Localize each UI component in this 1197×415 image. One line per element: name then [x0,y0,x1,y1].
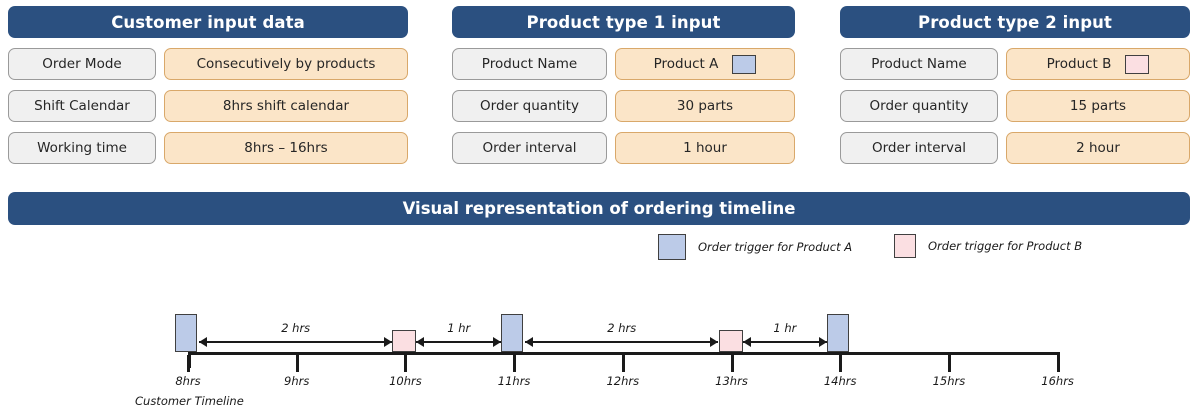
timeline-tick [839,355,843,372]
field-label: Order interval [840,132,998,164]
panel-title: Product type 1 input [452,6,795,38]
gap-arrow-left-icon [742,337,751,347]
legend-label: Order trigger for Product A [698,240,853,254]
field-value[interactable]: 2 hour [1006,132,1190,164]
field-row: Shift Calendar 8hrs shift calendar [8,90,408,122]
panel-customer-input: Customer input data Order Mode Consecuti… [8,6,408,164]
gap-arrow-right-icon [493,337,502,347]
field-row: Working time 8hrs – 16hrs [8,132,408,164]
timeline-tick [187,355,190,372]
field-row: Order interval 1 hour [452,132,795,164]
timeline-tick-label: 16hrs [1041,374,1074,388]
field-value[interactable]: 1 hour [615,132,795,164]
gap-line [742,341,828,343]
timeline-tick [947,355,951,372]
gap-line [416,341,502,343]
timeline-gap: 1 hr [742,321,828,349]
timeline-tick-label: 14hrs [823,374,857,388]
product-b-color-swatch [1125,54,1150,74]
field-label: Product Name [840,48,998,80]
timeline-gap: 1 hr [416,321,502,349]
timeline-tick-label: 8hrs [175,374,201,388]
field-value[interactable]: Product A [615,48,795,80]
field-value-text: Product B [1046,56,1112,72]
legend-item-product-b: Order trigger for Product B [894,234,1082,258]
field-value[interactable]: 8hrs shift calendar [164,90,408,122]
panel-product-type-2: Product type 2 input Product Name Produc… [840,6,1190,164]
ordering-timeline-chart: 8hrs 9hrs 10hrs 11hrs 12hrs 13hrs 14hrs 15hrs 16… [0,290,1197,415]
order-trigger-marker-product-a [827,314,850,352]
order-trigger-marker-product-b [392,330,417,352]
gap-line [199,341,393,343]
gap-arrow-left-icon [416,337,425,347]
product-a-color-swatch [732,54,757,74]
timeline-tick-label: 15hrs [932,374,966,388]
gap-arrow-left-icon [525,337,534,347]
order-trigger-marker-product-b [718,330,743,352]
panel-title: Customer input data [8,6,408,38]
timeline-gap: 2 hrs [525,321,719,349]
timeline-tick-label: 12hrs [606,374,640,388]
field-value[interactable]: Product B [1006,48,1190,80]
product-b-swatch-icon [894,234,916,258]
legend-item-product-a: Order trigger for Product A [658,234,852,260]
timeline-tick [404,355,408,372]
field-row: Order Mode Consecutively by products [8,48,408,80]
field-label: Order interval [452,132,607,164]
timeline-tick-label: 11hrs [497,374,531,388]
field-label: Product Name [452,48,607,80]
gap-label: 2 hrs [607,321,637,335]
timeline-tick [621,355,625,372]
order-trigger-marker-product-a [501,314,524,352]
product-a-swatch-icon [658,234,686,260]
field-value[interactable]: Consecutively by products [164,48,408,80]
field-row: Product Name Product A [452,48,795,80]
field-label: Shift Calendar [8,90,156,122]
gap-line [525,341,719,343]
gap-label: 1 hr [773,321,797,335]
field-value[interactable]: 8hrs – 16hrs [164,132,408,164]
field-label: Order quantity [452,90,607,122]
timeline-tick [513,355,517,372]
gap-label: 1 hr [447,321,471,335]
timeline-banner-title: Visual representation of ordering timeli… [8,192,1190,225]
panel-product-type-1: Product type 1 input Product Name Produc… [452,6,795,164]
timeline-gap: 2 hrs [199,321,393,349]
timeline-tick-label: 10hrs [389,374,422,388]
gap-arrow-left-icon [199,337,207,347]
gap-arrow-right-icon [710,337,719,347]
timeline-tick [295,355,299,372]
field-row: Order interval 2 hour [840,132,1190,164]
gap-label: 2 hrs [281,321,311,335]
field-value[interactable]: 30 parts [615,90,795,122]
field-row: Product Name Product B [840,48,1190,80]
timeline-tick [730,355,734,372]
field-row: Order quantity 15 parts [840,90,1190,122]
field-label: Working time [8,132,156,164]
timeline-tick [1056,355,1060,372]
panel-title: Product type 2 input [840,6,1190,38]
field-row: Order quantity 30 parts [452,90,795,122]
timeline-tick-label: 9hrs [284,374,310,388]
timeline-axis-line [188,352,1060,355]
input-panels: Customer input data Order Mode Consecuti… [0,0,1197,185]
order-trigger-marker-product-a [175,314,197,352]
field-value-text: Product A [653,56,719,72]
legend-label: Order trigger for Product B [928,239,1083,253]
timeline-tick-label: 13hrs [715,374,748,388]
gap-arrow-right-icon [384,337,393,347]
field-label: Order Mode [8,48,156,80]
timeline-caption: Customer Timeline [135,394,244,408]
gap-arrow-right-icon [819,337,828,347]
field-label: Order quantity [840,90,998,122]
field-value[interactable]: 15 parts [1006,90,1190,122]
